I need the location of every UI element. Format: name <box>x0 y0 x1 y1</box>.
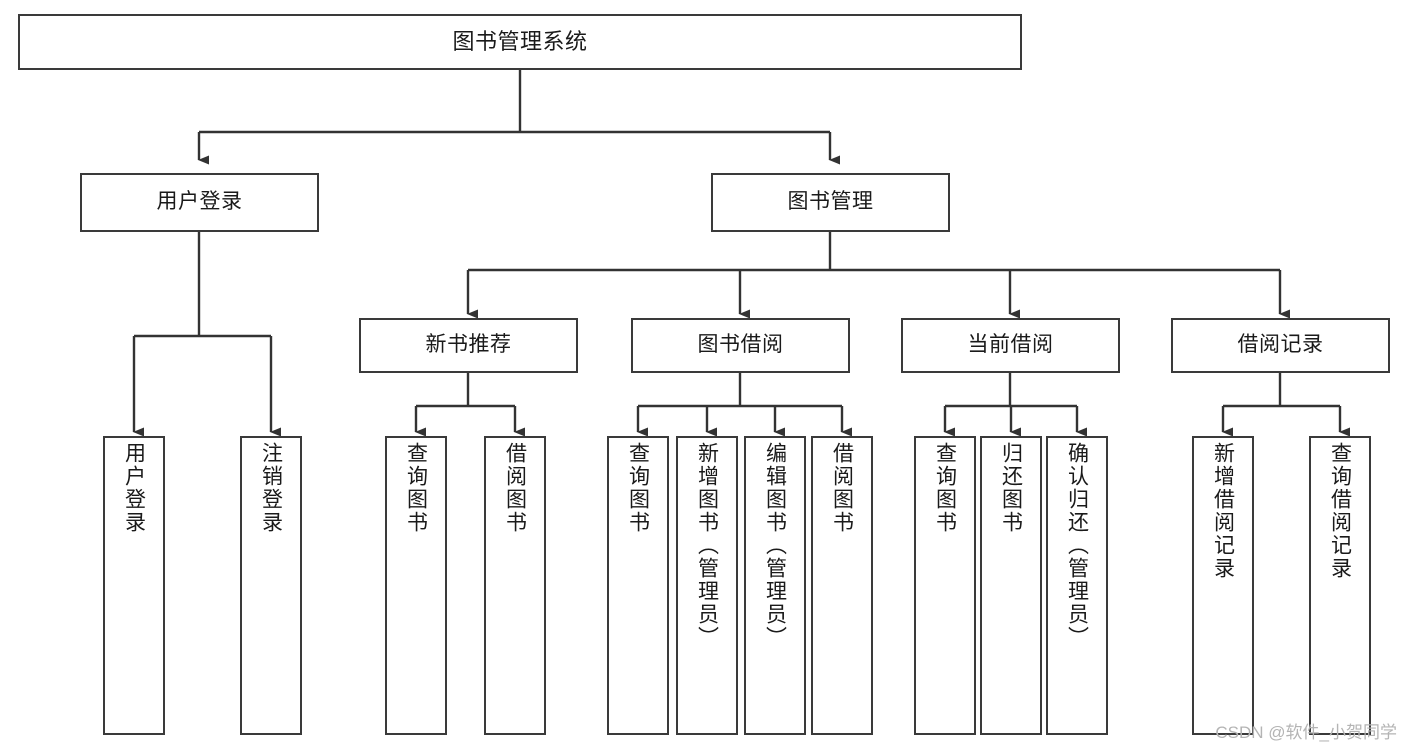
node-label: 借阅记录 <box>1237 333 1324 357</box>
node-label: 查询图书 <box>933 442 957 534</box>
node-label: 查询图书 <box>626 442 650 534</box>
node-leaf-edit-book[interactable]: 编辑图书（管理员） <box>744 436 806 735</box>
node-leaf-user-login[interactable]: 用户登录 <box>103 436 165 735</box>
node-book-management[interactable]: 图书管理 <box>711 173 950 232</box>
node-label: 借阅图书 <box>503 442 527 534</box>
node-label: 注销登录 <box>259 442 283 534</box>
node-leaf-logout-login[interactable]: 注销登录 <box>240 436 302 735</box>
node-root-book-management-system[interactable]: 图书管理系统 <box>18 14 1022 70</box>
node-book-borrow[interactable]: 图书借阅 <box>631 318 850 373</box>
node-label: 编辑图书（管理员） <box>763 442 787 649</box>
node-label: 确认归还（管理员） <box>1065 442 1089 649</box>
node-leaf-query-book-2[interactable]: 查询图书 <box>607 436 669 735</box>
node-new-book-recommend[interactable]: 新书推荐 <box>359 318 578 373</box>
watermark-text: CSDN @软件_小贺同学 <box>1215 723 1397 742</box>
node-user-login[interactable]: 用户登录 <box>80 173 319 232</box>
node-leaf-query-book-1[interactable]: 查询图书 <box>385 436 447 735</box>
node-leaf-borrow-book-2[interactable]: 借阅图书 <box>811 436 873 735</box>
node-borrow-record[interactable]: 借阅记录 <box>1171 318 1390 373</box>
node-label: 新增图书（管理员） <box>695 442 719 649</box>
node-leaf-confirm-return[interactable]: 确认归还（管理员） <box>1046 436 1108 735</box>
node-label: 归还图书 <box>999 442 1023 534</box>
node-label: 借阅图书 <box>830 442 854 534</box>
node-label: 图书管理 <box>787 190 874 214</box>
node-leaf-add-book[interactable]: 新增图书（管理员） <box>676 436 738 735</box>
node-label: 用户登录 <box>122 442 146 534</box>
node-label: 当前借阅 <box>967 333 1054 357</box>
node-leaf-add-record[interactable]: 新增借阅记录 <box>1192 436 1254 735</box>
node-leaf-borrow-book-1[interactable]: 借阅图书 <box>484 436 546 735</box>
node-label: 查询借阅记录 <box>1328 442 1352 580</box>
node-current-borrow[interactable]: 当前借阅 <box>901 318 1120 373</box>
node-label: 用户登录 <box>156 190 243 214</box>
node-label: 图书借阅 <box>697 333 784 357</box>
node-leaf-return-book[interactable]: 归还图书 <box>980 436 1042 735</box>
node-label: 图书管理系统 <box>452 29 588 55</box>
node-label: 新增借阅记录 <box>1211 442 1235 580</box>
node-leaf-query-book-3[interactable]: 查询图书 <box>914 436 976 735</box>
node-label: 查询图书 <box>404 442 428 534</box>
node-label: 新书推荐 <box>425 333 512 357</box>
node-leaf-query-record[interactable]: 查询借阅记录 <box>1309 436 1371 735</box>
